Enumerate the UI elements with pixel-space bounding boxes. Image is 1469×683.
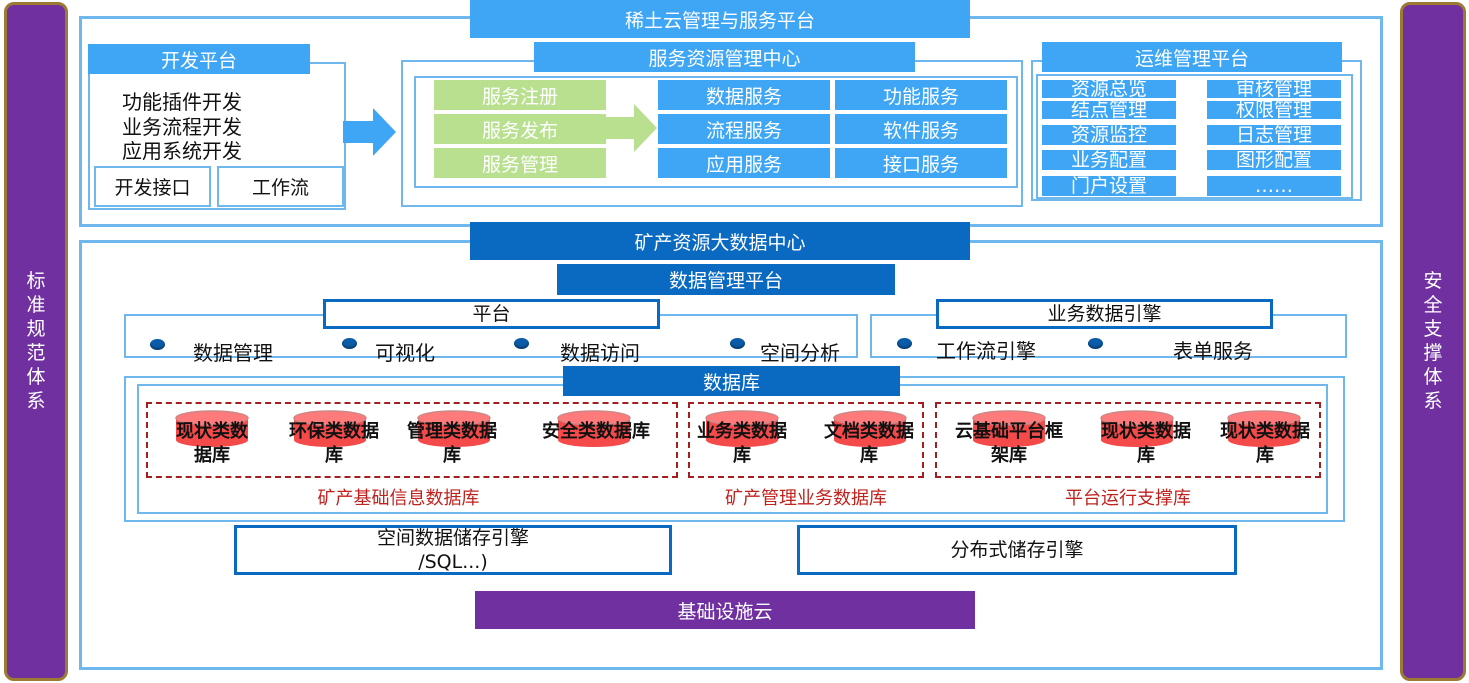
database-icon	[417, 410, 491, 447]
ops-more: ……	[1207, 176, 1341, 196]
service-inner-frame	[414, 76, 1018, 188]
db-label-line: 业务类数据	[697, 421, 787, 442]
database-icon	[557, 410, 631, 447]
dev-line-2: 业务流程开发	[122, 115, 242, 139]
db-label-line: 库	[1256, 445, 1274, 466]
service-center-title: 服务资源管理中心	[534, 42, 915, 72]
db-status-3: 现状类数据 库	[1209, 420, 1321, 468]
platform-item-data-access: 数据访问	[560, 341, 640, 365]
dev-interface-box: 开发接口	[94, 166, 211, 207]
db-group-basic-label: 矿产基础信息数据库	[317, 488, 480, 509]
distributed-storage-engine: 分布式储存引擎	[797, 525, 1237, 575]
ops-permission-manage: 权限管理	[1207, 101, 1341, 120]
workflow-box: 工作流	[217, 166, 344, 207]
db-group-business	[688, 402, 924, 478]
right-side-bar: 安全支撑体系	[1400, 2, 1466, 681]
db-document: 文档类数据 库	[813, 420, 925, 468]
dev-platform-title: 开发平台	[88, 44, 310, 74]
dev-line-3: 应用系统开发	[122, 139, 242, 163]
dot-icon	[1088, 338, 1103, 349]
ops-log-manage: 日志管理	[1207, 125, 1341, 145]
top-platform-title: 稀土云管理与服务平台	[470, 0, 970, 38]
db-safety: 安全类数据库	[530, 420, 662, 444]
db-label-line: 现状类数据	[1220, 421, 1310, 442]
function-service: 功能服务	[835, 80, 1007, 110]
database-icon	[1227, 410, 1301, 447]
database-icon	[705, 410, 779, 447]
db-label-line: 管理类数据	[407, 421, 497, 442]
interface-service: 接口服务	[835, 148, 1007, 178]
software-service: 软件服务	[835, 114, 1007, 144]
ops-business-config: 业务配置	[1042, 150, 1176, 170]
database-icon	[833, 410, 907, 447]
dot-icon	[342, 338, 357, 349]
ops-node-manage: 结点管理	[1042, 101, 1176, 120]
application-service: 应用服务	[658, 148, 830, 178]
db-label-line: 云基础平台框	[955, 421, 1063, 442]
engine-item-form-service: 表单服务	[1173, 339, 1253, 363]
big-data-title: 矿产资源大数据中心	[470, 222, 970, 260]
engine-item-workflow: 工作流引擎	[936, 339, 1036, 363]
db-group-basic	[146, 402, 678, 478]
db-cloud-framework: 云基础平台框 架库	[942, 420, 1076, 468]
dot-icon	[897, 338, 912, 349]
db-group-business-label: 矿产管理业务数据库	[725, 488, 887, 509]
platform-title: 平台	[323, 299, 660, 329]
dot-icon	[514, 338, 529, 349]
platform-item-data-manage: 数据管理	[193, 341, 273, 365]
db-label-line: 现状类数	[176, 421, 248, 442]
ops-resource-monitor: 资源监控	[1042, 125, 1176, 145]
service-manage: 服务管理	[434, 148, 606, 178]
db-group-platform-label: 平台运行支撑库	[1065, 488, 1191, 509]
ops-platform-title: 运维管理平台	[1042, 42, 1342, 72]
db-status-2: 现状类数据 库	[1090, 420, 1202, 468]
spatial-engine-line-1: 空间数据储存引擎	[376, 527, 529, 549]
database-title: 数据库	[563, 366, 900, 396]
database-icon	[293, 410, 367, 447]
db-label-line: 文档类数据	[824, 421, 914, 442]
spatial-engine-line-2: /SQL...)	[418, 551, 488, 573]
ops-inner-frame	[1036, 74, 1353, 199]
dot-icon	[150, 339, 165, 350]
db-label-line: 库	[733, 445, 751, 466]
platform-item-spatial-analysis: 空间分析	[760, 341, 840, 365]
db-label-line: 据库	[194, 445, 230, 466]
left-side-bar: 标准规范体系	[4, 2, 68, 681]
db-label-line: 库	[1137, 445, 1155, 466]
data-service: 数据服务	[658, 80, 830, 110]
data-mgmt-title: 数据管理平台	[557, 264, 895, 295]
db-business: 业务类数据 库	[686, 420, 798, 468]
service-register: 服务注册	[434, 80, 606, 110]
db-label-line: 库	[860, 445, 878, 466]
right-side-label: 安全支撑体系	[1423, 270, 1443, 412]
database-icon	[1100, 410, 1174, 447]
ops-portal-settings: 门户设置	[1042, 176, 1176, 196]
db-label-line: 现状类数据	[1101, 421, 1191, 442]
db-label-line: 库	[325, 445, 343, 466]
db-label-line: 环保类数据	[289, 421, 379, 442]
db-label-line: 安全类数据库	[542, 421, 650, 442]
db-label-line: 架库	[991, 445, 1027, 466]
service-publish: 服务发布	[434, 114, 606, 144]
ops-audit-manage: 审核管理	[1207, 80, 1341, 99]
dev-line-1: 功能插件开发	[122, 90, 242, 114]
database-icon	[175, 410, 249, 447]
ops-resource-overview: 资源总览	[1042, 80, 1176, 99]
db-environment: 环保类数据 库	[278, 420, 390, 468]
dot-icon	[730, 338, 745, 349]
db-group-platform	[935, 402, 1321, 478]
database-icon	[972, 410, 1046, 447]
left-side-label: 标准规范体系	[26, 270, 46, 412]
ops-graphic-config: 图形配置	[1207, 150, 1341, 170]
spatial-storage-engine: 空间数据储存引擎 /SQL...)	[234, 525, 672, 575]
infrastructure-cloud: 基础设施云	[475, 591, 975, 629]
arrow-right-icon	[343, 108, 396, 156]
engine-title: 业务数据引擎	[936, 299, 1273, 329]
db-status: 现状类数 据库	[160, 420, 264, 468]
platform-item-visualization: 可视化	[375, 341, 435, 365]
db-management: 管理类数据 库	[396, 420, 508, 468]
process-service: 流程服务	[658, 114, 830, 144]
db-label-line: 库	[443, 445, 461, 466]
green-arrow-icon	[604, 104, 657, 152]
